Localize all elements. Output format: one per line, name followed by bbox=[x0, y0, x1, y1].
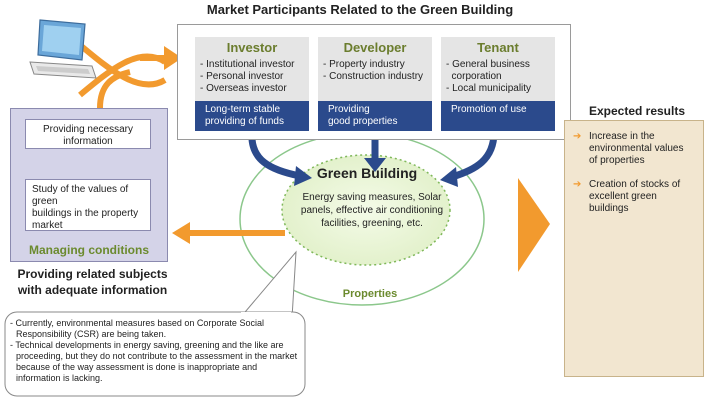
list-item: - General business bbox=[446, 59, 530, 70]
developer-role-line: Providing bbox=[328, 104, 370, 115]
result-line: Creation of stocks of bbox=[589, 179, 681, 190]
result-line: environmental values bbox=[589, 143, 684, 154]
list-item: - Property industry bbox=[323, 59, 405, 70]
study-values-line: buildings in the property bbox=[32, 208, 139, 219]
green-building-line: facilities, greening, etc. bbox=[321, 218, 423, 229]
note-bubble bbox=[4, 311, 306, 397]
computer-icon bbox=[29, 19, 97, 79]
providing-subjects-label: Providing related subjects with adequate… bbox=[10, 266, 175, 298]
providing-info-line: information bbox=[63, 136, 113, 147]
results-arrow bbox=[518, 178, 550, 272]
orange-arrow-icon: ➔ bbox=[573, 131, 582, 142]
investor-title: Investor bbox=[226, 40, 278, 55]
list-item: - Institutional investor bbox=[200, 59, 295, 70]
managing-conditions-box: Providing necessary information Study of… bbox=[10, 108, 168, 262]
expected-results-box: ➔ Increase in the environmental values o… bbox=[564, 120, 704, 377]
developer-role-line: good properties bbox=[328, 116, 398, 127]
diagram-title: Market Participants Related to the Green… bbox=[206, 2, 514, 17]
investor-column: Investor - Institutional investor - Pers… bbox=[195, 37, 309, 101]
green-building-ellipse bbox=[281, 154, 451, 266]
up-arrow bbox=[97, 69, 131, 109]
list-item: - Local municipality bbox=[446, 83, 532, 94]
green-building-line: panels, effective air conditioning bbox=[300, 205, 444, 216]
investor-list: - Institutional investor - Personal inve… bbox=[200, 59, 295, 95]
expected-results-title: Expected results bbox=[588, 104, 686, 118]
result-line: buildings bbox=[589, 203, 629, 214]
providing-subjects-line: with adequate information bbox=[17, 283, 168, 297]
developer-column: Developer - Property industry - Construc… bbox=[318, 37, 432, 101]
result-line: Increase in the bbox=[589, 131, 655, 142]
list-item: - Construction industry bbox=[323, 71, 424, 82]
tenant-title: Tenant bbox=[477, 40, 519, 55]
result-item: ➔ Creation of stocks of excellent green … bbox=[573, 179, 680, 214]
list-item: corporation bbox=[446, 71, 502, 82]
note-line: - Technical developments in energy savin… bbox=[10, 340, 298, 383]
green-building-title: Green Building bbox=[316, 165, 418, 181]
result-item: ➔ Increase in the environmental values o… bbox=[573, 131, 684, 166]
investor-role-bar: Long-term stable providing of funds bbox=[195, 101, 309, 131]
list-item: - Overseas investor bbox=[200, 83, 287, 94]
investor-role-line: Long-term stable bbox=[205, 104, 281, 115]
providing-info-line: Providing necessary bbox=[42, 124, 134, 135]
tenant-list: - General business corporation - Local m… bbox=[446, 59, 531, 95]
managing-conditions-label: Managing conditions bbox=[29, 243, 149, 257]
developer-list: - Property industry - Construction indus… bbox=[323, 59, 423, 83]
providing-subjects-line: Providing related subjects bbox=[17, 267, 168, 281]
tenant-column: Tenant - General business corporation - … bbox=[441, 37, 555, 101]
orange-arrow-icon: ➔ bbox=[573, 179, 582, 190]
list-item: - Personal investor bbox=[200, 71, 284, 82]
green-building-text: Energy saving measures, Solar panels, ef… bbox=[288, 191, 456, 230]
study-values-box: Study of the values of green buildings i… bbox=[25, 179, 151, 231]
tenant-role-bar: Promotion of use bbox=[441, 101, 555, 131]
properties-label: Properties bbox=[342, 288, 398, 300]
tenant-role-line: Promotion of use bbox=[451, 104, 527, 115]
developer-role-bar: Providing good properties bbox=[318, 101, 432, 131]
providing-info-box: Providing necessary information bbox=[25, 119, 151, 149]
note-text: - Currently, environmental measures base… bbox=[10, 318, 304, 384]
result-line: excellent green bbox=[589, 191, 657, 202]
developer-title: Developer bbox=[343, 40, 407, 55]
green-building-line: Energy saving measures, Solar bbox=[302, 192, 442, 203]
note-line: - Currently, environmental measures base… bbox=[10, 318, 264, 339]
investor-role-line: providing of funds bbox=[205, 116, 284, 127]
result-line: of properties bbox=[589, 155, 645, 166]
study-values-line: market bbox=[32, 220, 63, 231]
study-values-line: Study of the values of green bbox=[32, 184, 129, 207]
